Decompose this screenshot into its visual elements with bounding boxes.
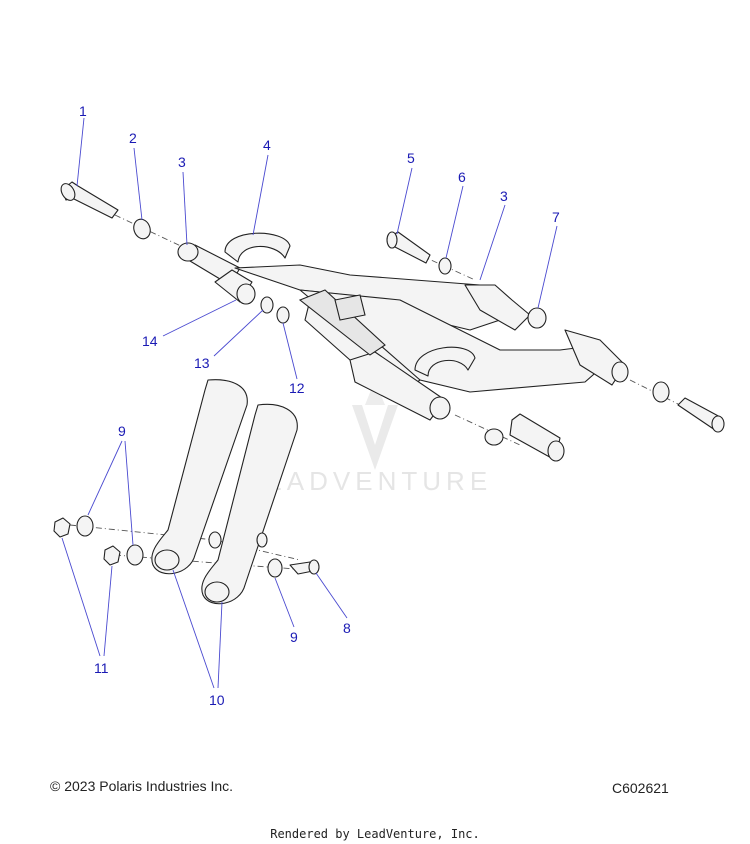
callout-3-right: 3 <box>500 188 508 204</box>
callout-3-left: 3 <box>178 154 186 170</box>
sleeve-14 <box>214 269 256 305</box>
bracket-4 <box>224 232 291 263</box>
callout-13: 13 <box>194 355 210 371</box>
washer-right <box>652 381 670 403</box>
lower-pivot-tube <box>349 351 451 421</box>
washer-9-b <box>126 544 144 566</box>
callout-8: 8 <box>343 620 351 636</box>
nut-11-upper <box>53 517 71 538</box>
straps-assembly <box>53 379 320 605</box>
bolt-lower <box>509 413 565 462</box>
a-arm-assembly <box>60 181 725 462</box>
callout-7: 7 <box>552 209 560 225</box>
callout-5: 5 <box>407 150 415 166</box>
pivot-bushing-3-right <box>464 284 547 331</box>
rendered-by-text: Rendered by LeadVenture, Inc. <box>270 827 480 841</box>
nut-11-lower <box>103 545 121 566</box>
bolt-8 <box>289 559 320 575</box>
washer-9-a <box>76 515 94 537</box>
copyright-text: © 2023 Polaris Industries Inc. <box>50 778 234 794</box>
washer-13 <box>260 296 274 314</box>
callout-6: 6 <box>458 169 466 185</box>
washer-9-c <box>267 558 283 578</box>
callout-10: 10 <box>209 692 225 708</box>
strap-10-left <box>151 379 248 575</box>
washer-6 <box>438 257 452 275</box>
callout-4: 4 <box>263 137 271 153</box>
watermark-text: LEADVENTURE <box>245 466 492 496</box>
callout-1: 1 <box>79 103 87 119</box>
callout-12: 12 <box>289 380 305 396</box>
callout-9-lower: 9 <box>290 629 298 645</box>
bolt-5 <box>386 231 431 264</box>
bolt-1 <box>60 181 119 219</box>
bushing-12 <box>276 306 290 324</box>
callout-2: 2 <box>129 130 137 146</box>
callout-14: 14 <box>142 333 158 349</box>
leadventure-watermark: LEADVENTURE <box>245 380 492 496</box>
leader-lines <box>61 117 558 689</box>
diagram-code: C602621 <box>612 780 669 796</box>
callout-9-upper: 9 <box>118 423 126 439</box>
washer-lower <box>484 428 504 446</box>
ball-joint-end <box>564 329 629 386</box>
callout-11: 11 <box>94 660 109 676</box>
callouts: 1 2 3 4 5 6 3 7 14 13 12 9 9 8 11 10 <box>79 103 560 708</box>
washer-2 <box>133 218 151 240</box>
bolt-right <box>677 397 725 433</box>
